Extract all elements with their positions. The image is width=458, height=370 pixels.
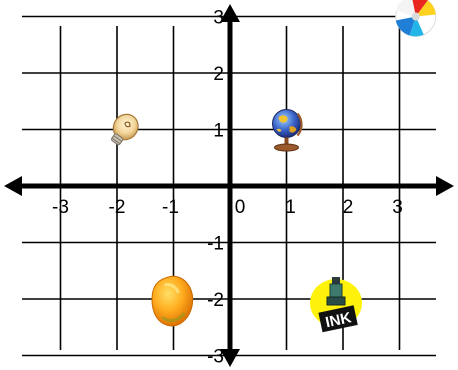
y-tick-label: -2 [207,290,224,311]
axes [4,4,454,367]
y-tick-label: 2 [213,64,224,85]
x-tick-label: 0 [235,197,246,218]
beach-ball-icon [396,0,436,37]
mango-icon [152,276,193,326]
x-tick-label: -3 [52,197,69,218]
ink-bottle-icon: INK [310,277,362,332]
lightbulb-icon [108,110,143,146]
y-tick-label: 3 [213,8,224,29]
x-tick-label: -2 [109,197,126,218]
x-axis-right-arrow [436,176,454,196]
x-tick-label: 3 [392,197,403,218]
x-axis-left-arrow [4,176,22,196]
y-tick-label: -3 [207,347,224,368]
x-tick-label: 2 [343,197,354,218]
x-tick-label: -1 [162,197,179,218]
globe-icon [273,110,302,152]
x-tick-label: 1 [285,197,296,218]
y-tick-label: -1 [207,234,224,255]
y-tick-label: 1 [213,121,224,142]
